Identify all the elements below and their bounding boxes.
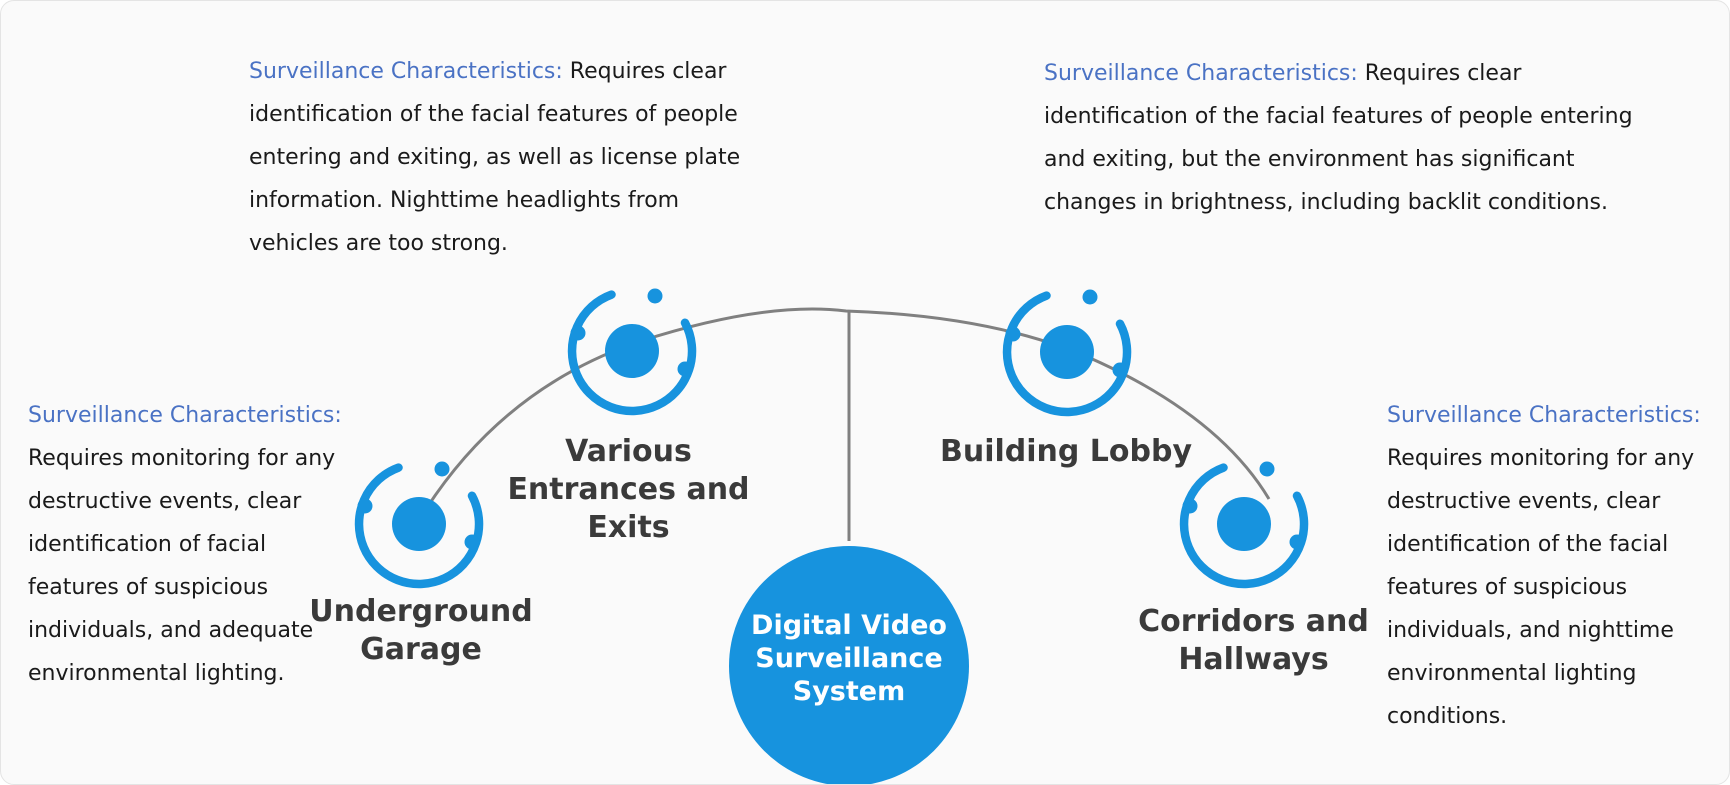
camera-target-icon-underground-garage bbox=[358, 462, 480, 584]
desc-building-lobby: Surveillance Characteristics: Requires c… bbox=[1044, 52, 1644, 224]
desc-lead: Surveillance Characteristics: bbox=[1387, 403, 1701, 428]
node-label-entrances-exits: Various Entrances and Exits bbox=[507, 434, 750, 545]
center-hub bbox=[729, 546, 969, 784]
desc-lead: Surveillance Characteristics: bbox=[249, 59, 563, 84]
camera-target-icon-corridors-hallways bbox=[1183, 462, 1305, 584]
node-label-underground-garage: Underground Garage bbox=[309, 594, 533, 667]
node-label-corridors-hallways: Corridors and Hallways bbox=[1138, 604, 1369, 677]
desc-text: Requires monitoring for any destructive … bbox=[1387, 446, 1695, 729]
center-hub-label: Digital Video Surveillance System bbox=[751, 610, 947, 707]
camera-target-icon-building-lobby bbox=[1006, 290, 1128, 412]
desc-lead: Surveillance Characteristics: bbox=[1044, 61, 1358, 86]
desc-text: Requires monitoring for any destructive … bbox=[28, 446, 336, 686]
desc-corridors-hallways: Surveillance Characteristics: Requires m… bbox=[1387, 394, 1707, 738]
desc-underground-garage: Surveillance Characteristics: Requires m… bbox=[28, 394, 358, 695]
desc-lead: Surveillance Characteristics: bbox=[28, 403, 342, 428]
node-label-building-lobby: Building Lobby bbox=[939, 434, 1193, 469]
desc-text: Requires clear identification of the fac… bbox=[1044, 61, 1633, 215]
desc-text: Requires clear identification of the fac… bbox=[249, 59, 741, 256]
camera-target-icon-entrances-exits bbox=[571, 289, 693, 411]
desc-entrances-exits: Surveillance Characteristics: Requires c… bbox=[249, 50, 749, 265]
connector-arc bbox=[424, 307, 1271, 510]
